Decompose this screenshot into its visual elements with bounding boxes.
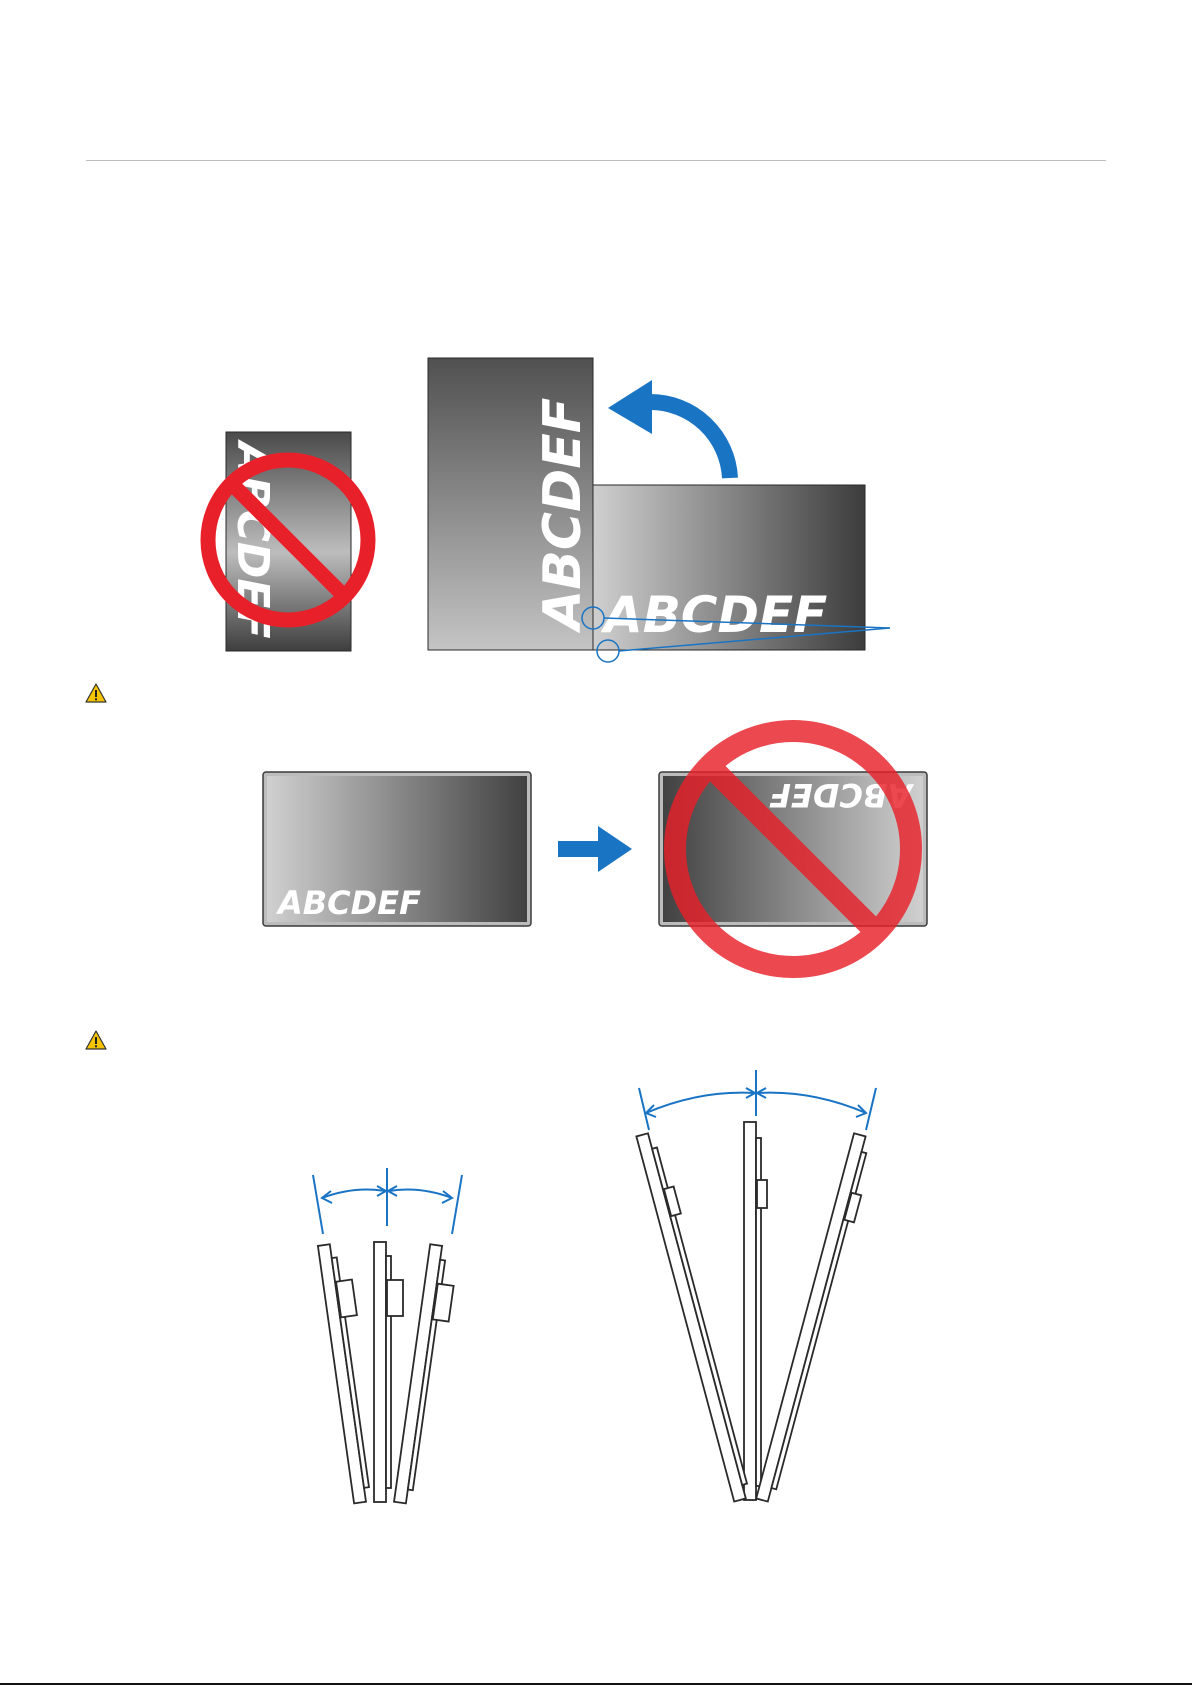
small-tilt-displays bbox=[318, 1242, 459, 1506]
large-tilt-angle-arc bbox=[639, 1070, 876, 1130]
small-tilt-angle-arc bbox=[313, 1168, 462, 1234]
large-tilt-displays bbox=[636, 1122, 876, 1504]
